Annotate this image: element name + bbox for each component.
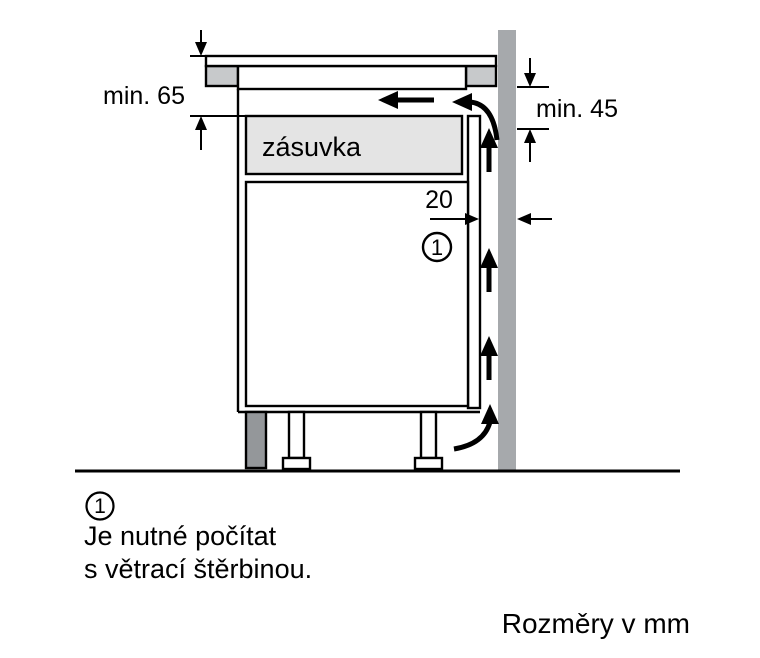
cabinet-side-panel [466, 114, 482, 410]
arrow-shaft [453, 421, 493, 452]
units-note: Rozměry v mm [502, 608, 690, 639]
airflow-arrow-up-middle [480, 248, 498, 292]
footnote-line2: s větrací štěrbinou. [84, 554, 312, 584]
arrow-head [378, 91, 398, 109]
airflow-arrow-top-left [378, 91, 434, 109]
airflow-arrow-up-top [480, 128, 498, 172]
dim-min45-arrow-top-head [524, 73, 536, 87]
gap-dim-label: 20 [425, 186, 453, 214]
arrow-head [480, 336, 498, 356]
cabinet-leg-rear [419, 410, 438, 460]
airflow-arrow-bottom-curve [453, 404, 499, 452]
gap-arrow-left-head [517, 213, 531, 225]
dim-min65-arrow-bottom-head [195, 116, 207, 130]
dimension-gap-20: 20 [425, 186, 552, 225]
hob-glass [204, 54, 498, 68]
callout-1-number: 1 [431, 235, 443, 260]
dim-min65-arrow-top-head [195, 42, 207, 56]
arrow-shaft [469, 99, 500, 141]
footnote-number: 1 [94, 495, 106, 518]
footnote-line1: Je nutné počítat [84, 521, 277, 551]
dim-min65-label: min. 65 [103, 82, 185, 110]
cabinet-body [244, 180, 470, 408]
dim-min45-arrow-bottom-head [524, 129, 536, 143]
worktop-left [204, 64, 240, 88]
dimension-min65: min. 65 [103, 30, 246, 150]
wall [498, 30, 516, 471]
callout-1-circle [421, 231, 453, 263]
dimension-min45: min. 45 [517, 58, 618, 162]
plinth-panel [244, 410, 268, 470]
leg-foot-front [281, 456, 312, 471]
arrow-head [452, 93, 472, 111]
callout-1: 1 [421, 231, 453, 263]
worktop-right [464, 64, 498, 88]
drawer [244, 114, 464, 176]
footnote: 1 Je nutné počítat s větrací štěrbinou. [84, 491, 312, 584]
airflow-arrow-top-curve [452, 93, 500, 141]
hob-body [236, 64, 468, 91]
cabinet-leg-front [287, 410, 306, 460]
airflow-arrow-up-lower [480, 336, 498, 380]
arrow-head [480, 128, 498, 148]
arrow-head [481, 404, 499, 424]
leg-foot-rear [413, 456, 444, 471]
footnote-number-circle [85, 491, 115, 521]
arrow-head [480, 248, 498, 268]
gap-arrow-right-head [465, 213, 479, 225]
drawer-label: zásuvka [262, 132, 362, 162]
dim-min45-label: min. 45 [536, 95, 618, 123]
